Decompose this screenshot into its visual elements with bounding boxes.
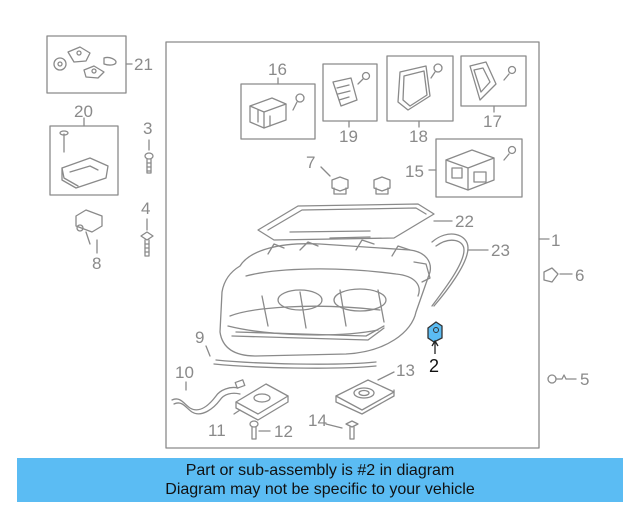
banner-line-2: Diagram may not be specific to your vehi… bbox=[165, 481, 475, 498]
callout-23: 23 bbox=[491, 241, 510, 260]
callout-13: 13 bbox=[396, 361, 415, 380]
callout-5: 5 bbox=[580, 370, 589, 389]
callout-2: 2 bbox=[429, 356, 439, 376]
callout-17: 17 bbox=[483, 112, 502, 131]
part-12-screw bbox=[249, 420, 271, 440]
part-10-harness bbox=[171, 379, 246, 415]
callout-3: 3 bbox=[143, 119, 152, 138]
part-2-highlighted bbox=[427, 321, 443, 354]
part-23-trim bbox=[431, 233, 489, 307]
part-9-strip bbox=[205, 345, 377, 369]
part-17-icon bbox=[469, 61, 517, 101]
part-13-module bbox=[335, 371, 395, 415]
callout-9: 9 bbox=[195, 328, 204, 347]
callout-7: 7 bbox=[306, 153, 315, 172]
part-16-icon bbox=[249, 93, 305, 129]
callout-1: 1 bbox=[551, 231, 560, 250]
part-11-module bbox=[233, 383, 289, 421]
callout-22: 22 bbox=[455, 212, 474, 231]
parts-diagram: 1 2 3 4 5 6 7 8 9 10 11 12 13 14 15 16 1… bbox=[46, 35, 589, 449]
part-5-clip bbox=[547, 374, 577, 384]
part-14-screw bbox=[325, 420, 359, 440]
callout-14: 14 bbox=[308, 411, 327, 430]
callout-10: 10 bbox=[175, 363, 194, 382]
part-8-bracket bbox=[75, 209, 103, 254]
callout-11: 11 bbox=[208, 421, 226, 440]
callout-16: 16 bbox=[268, 60, 287, 79]
part-3-screw bbox=[144, 139, 154, 174]
headlamp-housing bbox=[219, 239, 432, 357]
callout-12: 12 bbox=[274, 422, 293, 441]
part-6-clip bbox=[543, 267, 573, 283]
callout-8: 8 bbox=[92, 254, 101, 273]
part-19-box bbox=[322, 63, 378, 122]
part-21-icon bbox=[53, 46, 117, 79]
part-7-bulb-sockets bbox=[320, 166, 391, 195]
callout-19: 19 bbox=[339, 127, 358, 146]
part-22-lens bbox=[257, 203, 453, 241]
part-15-icon bbox=[445, 145, 517, 191]
part-15-box bbox=[435, 138, 523, 198]
part-18-box bbox=[386, 55, 454, 122]
info-banner: Part or sub-assembly is #2 in diagram Di… bbox=[17, 458, 623, 502]
banner-line-1: Part or sub-assembly is #2 in diagram bbox=[185, 462, 455, 479]
part-17-box bbox=[460, 55, 527, 107]
part-4-screw bbox=[140, 218, 154, 257]
callout-15: 15 bbox=[405, 162, 424, 181]
part-18-icon bbox=[397, 63, 443, 111]
callout-18: 18 bbox=[409, 127, 428, 146]
callout-20: 20 bbox=[74, 102, 93, 121]
callout-4: 4 bbox=[141, 199, 150, 218]
part-20-icon bbox=[59, 130, 109, 189]
assembly-frame bbox=[165, 41, 540, 449]
part-19-icon bbox=[332, 71, 371, 107]
callout-6: 6 bbox=[575, 266, 584, 285]
callout-21: 21 bbox=[134, 55, 153, 74]
part-16-box bbox=[240, 83, 316, 140]
